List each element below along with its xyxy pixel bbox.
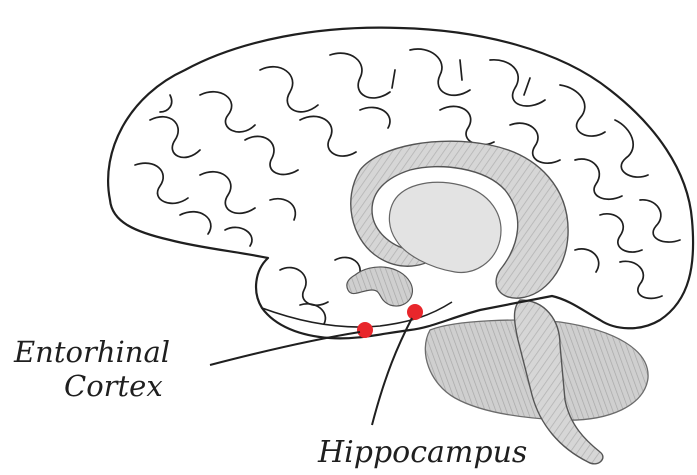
entorhinal-label-line1: Entorhinal — [13, 335, 170, 369]
entorhinal-label-line2: Cortex — [64, 369, 163, 403]
hippocampus-marker — [407, 304, 423, 320]
entorhinal-leader-line — [210, 332, 360, 365]
hippocampus-label: Hippocampus — [317, 435, 527, 470]
temporal-lobe-line — [262, 302, 452, 327]
hippocampus-structure — [347, 267, 413, 306]
entorhinal-cortex-marker — [357, 322, 373, 338]
